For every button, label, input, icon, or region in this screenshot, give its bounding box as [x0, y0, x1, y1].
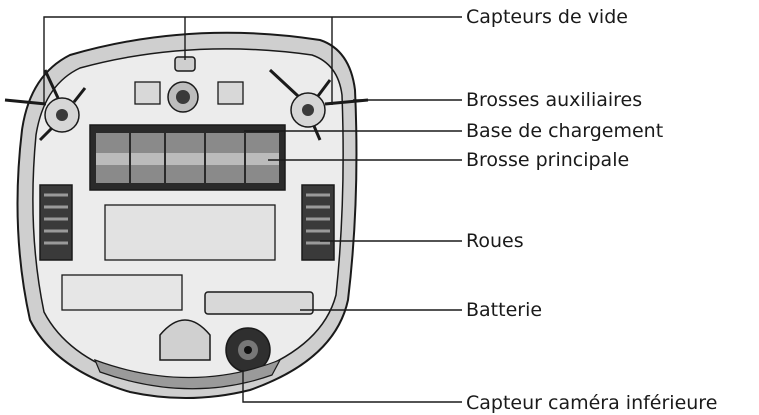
- bottom-camera: [225, 327, 271, 373]
- label-base-de-chargement: Base de chargement: [466, 120, 664, 142]
- label-brosses-auxiliaires: Brosses auxiliaires: [466, 89, 643, 111]
- leader-lines: [43, 16, 462, 403]
- label-capteur-camera-inferieure: Capteur caméra inférieure: [466, 392, 718, 414]
- leader-capteurs-de-vide: [43, 16, 462, 105]
- sensor-block-right: [217, 81, 244, 105]
- label-capteurs-de-vide: Capteurs de vide: [466, 6, 628, 28]
- label-roues: Roues: [466, 230, 524, 252]
- label-brosse-principale: Brosse principale: [466, 149, 630, 171]
- rear-bumper: [93, 358, 282, 390]
- lower-panel: [61, 274, 183, 311]
- main-brush-assembly: [89, 124, 286, 191]
- battery-cover: [204, 291, 314, 315]
- side-brush-left: [4, 69, 87, 142]
- center-plate: [104, 204, 276, 261]
- wheel-right: [301, 184, 335, 261]
- charging-contact-left: [159, 319, 211, 361]
- sensor-block-left: [134, 81, 161, 105]
- wheel-left: [39, 184, 73, 261]
- label-batterie: Batterie: [466, 299, 543, 321]
- leader-capteur-camera: [242, 370, 462, 403]
